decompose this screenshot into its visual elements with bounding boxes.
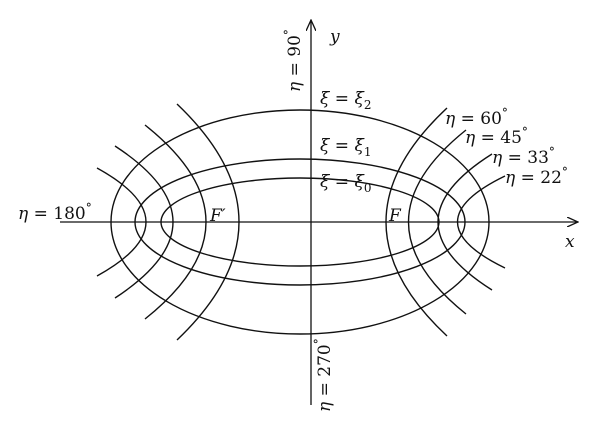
hyperbola-right-eta-45: [407, 129, 467, 315]
eta-60-label: η = 60°: [445, 106, 508, 129]
hyperbola-left-eta-60: [176, 103, 240, 341]
xi-0-label: ξ = ξ0: [320, 172, 371, 195]
hyperbola-left-eta-33: [114, 145, 174, 299]
ellipse-xi-1: [134, 158, 466, 286]
eta-22-label: η = 22°: [505, 165, 568, 188]
x-axis-label: x: [565, 232, 575, 252]
hyperbola-right-eta-22: [456, 175, 506, 269]
ellipse-xi-2: [110, 109, 490, 335]
eta-33-label: η = 33°: [492, 145, 555, 168]
hyperbola-right-eta-60: [385, 107, 448, 337]
eta-45-label: η = 45°: [465, 125, 528, 148]
hyperbola-right-eta-33: [437, 153, 493, 291]
eta-270-label: η = 270°: [312, 338, 335, 412]
xi-2-label: ξ = ξ2: [320, 89, 371, 112]
focus-left-label: F′: [209, 206, 226, 226]
eta-180-label: η = 180°: [18, 201, 92, 224]
eta-90-label: η = 90°: [282, 29, 305, 92]
hyperbola-left-eta-45: [144, 124, 207, 320]
y-axis-label: y: [329, 27, 340, 47]
hyperbola-left-eta-22: [96, 167, 147, 277]
focus-right-label: F: [388, 206, 402, 226]
ellipse-xi-0: [160, 177, 440, 267]
xi-1-label: ξ = ξ1: [320, 136, 371, 159]
